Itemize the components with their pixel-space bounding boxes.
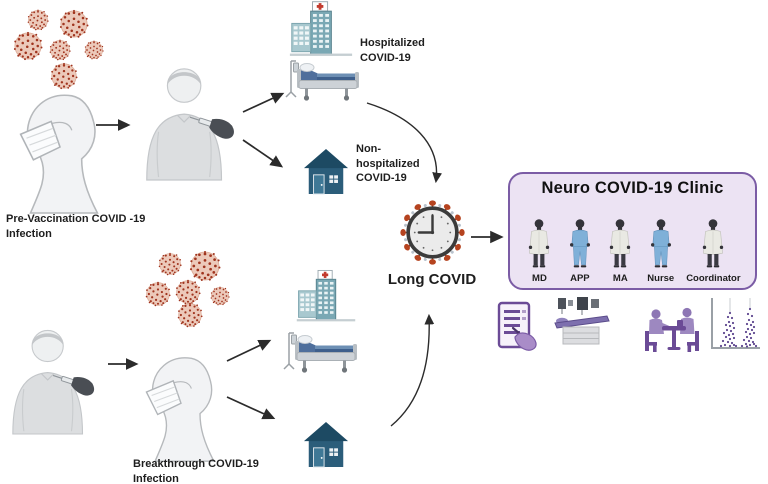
long-covid-label: Long COVID bbox=[387, 271, 477, 288]
masked-person-icon bbox=[19, 94, 99, 214]
breakthrough-label: Breakthrough COVID-19 Infection bbox=[133, 458, 259, 484]
app-figure-icon bbox=[569, 218, 591, 268]
staff-coordinator: Coordinator bbox=[686, 200, 741, 284]
staff-role-label: Nurse bbox=[647, 273, 675, 284]
staff-role-label: Coordinator bbox=[686, 273, 741, 284]
arrow-nonhospitalized-to-longcovid bbox=[390, 313, 435, 427]
hospital-bed-icon bbox=[283, 332, 358, 374]
hospital-bed-icon bbox=[285, 60, 360, 102]
data-scatter-plot-icon bbox=[711, 298, 760, 349]
arrow-hospitalized-to-longcovid bbox=[366, 102, 442, 184]
staff-md: MD bbox=[524, 200, 554, 284]
exam-table-icon bbox=[554, 297, 610, 345]
vaccination-icon bbox=[11, 329, 98, 435]
clinic-staff-row: MD APP MA Nurse Coordinator bbox=[510, 198, 755, 288]
hospitalized-label: Hospitalized COVID-19 bbox=[360, 37, 425, 64]
arrow-to-nonhospitalized-bottom bbox=[226, 396, 276, 420]
staff-role-label: APP bbox=[570, 273, 590, 284]
non-hospitalized-label: Non- hospitalized COVID-19 bbox=[356, 143, 420, 185]
pre-vaccination-label: Pre-Vaccination COVID -19 Infection bbox=[6, 213, 146, 240]
staff-app: APP bbox=[565, 200, 595, 284]
masked-person-icon bbox=[145, 357, 215, 462]
neuro-covid-clinic-panel: Neuro COVID-19 Clinic MD APP MA Nurse Co… bbox=[508, 172, 757, 290]
consultation-icon bbox=[645, 307, 699, 352]
arrow-to-nonhospitalized-top bbox=[242, 139, 284, 168]
coordinator-figure-icon bbox=[702, 218, 724, 268]
ma-figure-icon bbox=[609, 218, 631, 268]
intake-form-icon bbox=[497, 301, 537, 351]
house-icon bbox=[303, 421, 349, 468]
md-figure-icon bbox=[528, 218, 551, 268]
house-icon bbox=[303, 148, 349, 195]
hospital-building-icon bbox=[296, 269, 356, 322]
virus-particles-icon bbox=[145, 250, 230, 328]
arrow-to-hospitalized-bottom bbox=[226, 339, 272, 362]
arrow-to-hospitalized-top bbox=[242, 92, 285, 113]
clinic-title: Neuro COVID-19 Clinic bbox=[541, 179, 724, 197]
vaccination-icon bbox=[145, 67, 238, 181]
staff-role-label: MA bbox=[612, 273, 628, 284]
staff-nurse: Nurse bbox=[646, 200, 676, 284]
staff-ma: MA bbox=[605, 200, 635, 284]
staff-role-label: MD bbox=[532, 273, 547, 284]
virus-particles-icon bbox=[13, 9, 104, 90]
nurse-figure-icon bbox=[650, 218, 672, 268]
virus-clock-icon bbox=[399, 199, 466, 266]
hospital-building-icon bbox=[289, 1, 353, 57]
